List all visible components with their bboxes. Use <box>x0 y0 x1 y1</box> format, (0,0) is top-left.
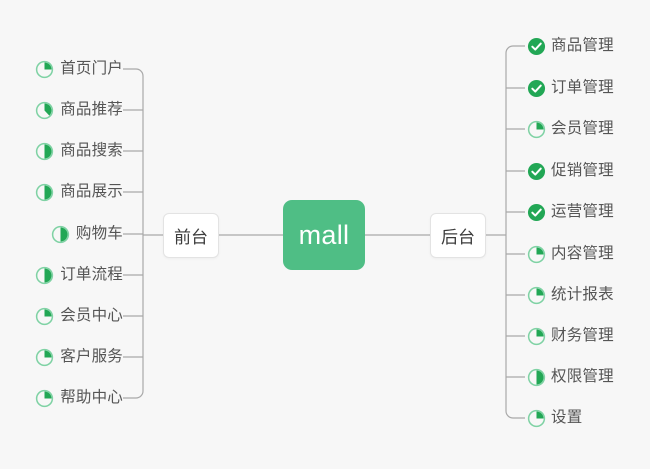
leaf-item[interactable]: 内容管理 <box>527 241 614 267</box>
leaf-item-label: 订单管理 <box>551 79 614 96</box>
leaf-item[interactable]: 商品搜索 <box>35 138 123 164</box>
leaf-item[interactable]: 权限管理 <box>527 364 614 390</box>
leaf-item[interactable]: 会员管理 <box>527 116 614 142</box>
check-circle-icon <box>527 203 546 221</box>
leaf-item[interactable]: 商品管理 <box>527 33 614 59</box>
leaf-item-label: 会员管理 <box>551 120 614 137</box>
root-node-mall[interactable]: mall <box>283 200 365 270</box>
leaf-item-label: 会员中心 <box>60 307 123 324</box>
leaf-item-label: 首页门户 <box>60 60 123 77</box>
leaf-item[interactable]: 客户服务 <box>35 344 123 370</box>
leaf-item[interactable]: 设置 <box>527 405 582 431</box>
pie-progress-icon <box>36 142 54 160</box>
leaf-item[interactable]: 购物车 <box>51 221 123 247</box>
leaf-item-label: 运营管理 <box>551 203 614 220</box>
pie-progress-icon <box>36 101 54 119</box>
leaf-item-label: 促销管理 <box>551 162 614 179</box>
leaf-item[interactable]: 商品推荐 <box>35 97 123 123</box>
branch-node-backend[interactable]: 后台 <box>430 212 486 258</box>
leaf-item-label: 帮助中心 <box>60 389 123 406</box>
pie-progress-icon <box>36 183 54 201</box>
branch-node-frontend[interactable]: 前台 <box>163 212 219 258</box>
leaf-item[interactable]: 会员中心 <box>35 303 123 329</box>
leaf-item[interactable]: 商品展示 <box>35 179 123 205</box>
check-circle-icon <box>527 37 546 55</box>
pie-progress-icon <box>527 368 546 386</box>
leaf-item[interactable]: 订单流程 <box>35 262 123 288</box>
pie-progress-icon <box>36 348 54 366</box>
leaf-item-label: 商品推荐 <box>60 101 123 118</box>
pie-progress-icon <box>36 60 54 78</box>
pie-progress-icon <box>527 286 546 304</box>
pie-progress-icon <box>51 225 70 243</box>
leaf-item-label: 客户服务 <box>60 348 123 365</box>
leaf-item[interactable]: 首页门户 <box>35 56 123 82</box>
branch-node-frontend-label: 前台 <box>174 227 208 247</box>
pie-progress-icon <box>36 266 54 284</box>
pie-progress-icon <box>527 245 546 263</box>
pie-progress-icon <box>527 409 546 427</box>
leaf-item-label: 内容管理 <box>551 245 614 262</box>
leaf-item-label: 商品管理 <box>551 37 614 54</box>
pie-progress-icon <box>527 120 546 138</box>
leaf-item[interactable]: 财务管理 <box>527 323 614 349</box>
leaf-item-label: 商品展示 <box>60 183 123 200</box>
leaf-item-label: 设置 <box>551 409 583 426</box>
leaf-item-label: 统计报表 <box>551 286 614 303</box>
leaf-item-label: 财务管理 <box>551 327 614 344</box>
leaf-item[interactable]: 订单管理 <box>527 75 614 101</box>
leaf-item[interactable]: 帮助中心 <box>35 385 123 411</box>
leaf-item-label: 订单流程 <box>60 266 123 283</box>
pie-progress-icon <box>36 307 54 325</box>
leaf-item-label: 权限管理 <box>551 368 614 385</box>
branch-node-backend-label: 后台 <box>441 227 475 247</box>
leaf-item[interactable]: 统计报表 <box>527 282 614 308</box>
pie-progress-icon <box>36 389 54 407</box>
root-node-label: mall <box>298 219 350 250</box>
check-circle-icon <box>527 79 546 97</box>
leaf-item[interactable]: 促销管理 <box>527 158 614 184</box>
pie-progress-icon <box>527 327 546 345</box>
check-circle-icon <box>527 162 546 180</box>
leaf-item-label: 购物车 <box>75 225 123 242</box>
leaf-item-label: 商品搜索 <box>60 142 123 159</box>
leaf-item[interactable]: 运营管理 <box>527 199 614 225</box>
